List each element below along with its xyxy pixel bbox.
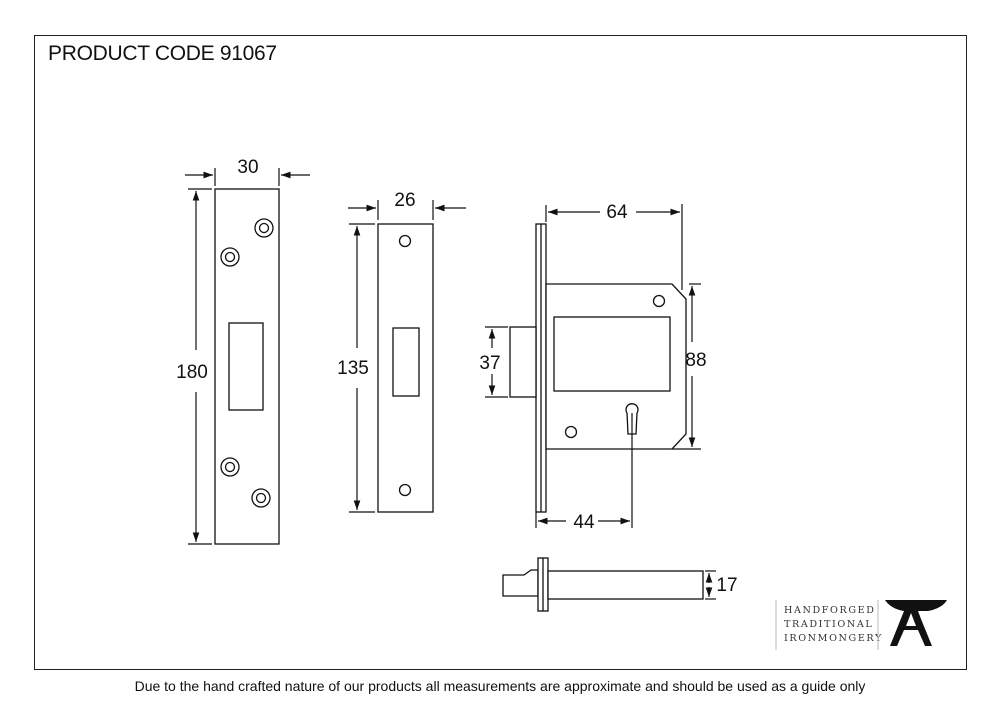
forend-plate [214,188,280,545]
bolt-top-view [502,557,704,612]
brand-block: HANDFORGED TRADITIONAL IRONMONGERY [775,600,947,650]
bolt-height-label: 37 [479,353,500,374]
strike-plate [377,223,434,513]
case-height-dimension [672,283,701,450]
drawing-frame [34,35,967,670]
lock-body [509,223,687,513]
forend-width-dimension [185,168,310,186]
case-height-label: 88 [685,350,706,371]
forend-height-dimension [188,188,212,545]
product-code-title: PRODUCT CODE 91067 [48,42,277,65]
strike-height-dimension [349,223,375,513]
strike-width-label: 26 [394,190,415,211]
bolt-height-dimension [485,326,508,398]
anvil-icon [885,600,947,646]
forend-width-label: 30 [237,157,258,178]
brand-line-3: IRONMONGERY [784,633,883,644]
brand-line-1: HANDFORGED [784,605,876,616]
bolt-thickness-label: 17 [716,575,737,596]
strike-height-label: 135 [337,358,369,379]
backset-label: 44 [573,512,595,533]
brand-line-2: TRADITIONAL [784,619,873,630]
strike-width-dimension [348,200,466,220]
bolt-thickness-dimension [705,570,716,600]
case-depth-dimension [545,204,683,290]
forend-height-label: 180 [176,362,208,383]
case-depth-label: 64 [606,202,628,223]
disclaimer-text: Due to the hand crafted nature of our pr… [134,678,866,694]
backset-dimension [535,413,633,528]
